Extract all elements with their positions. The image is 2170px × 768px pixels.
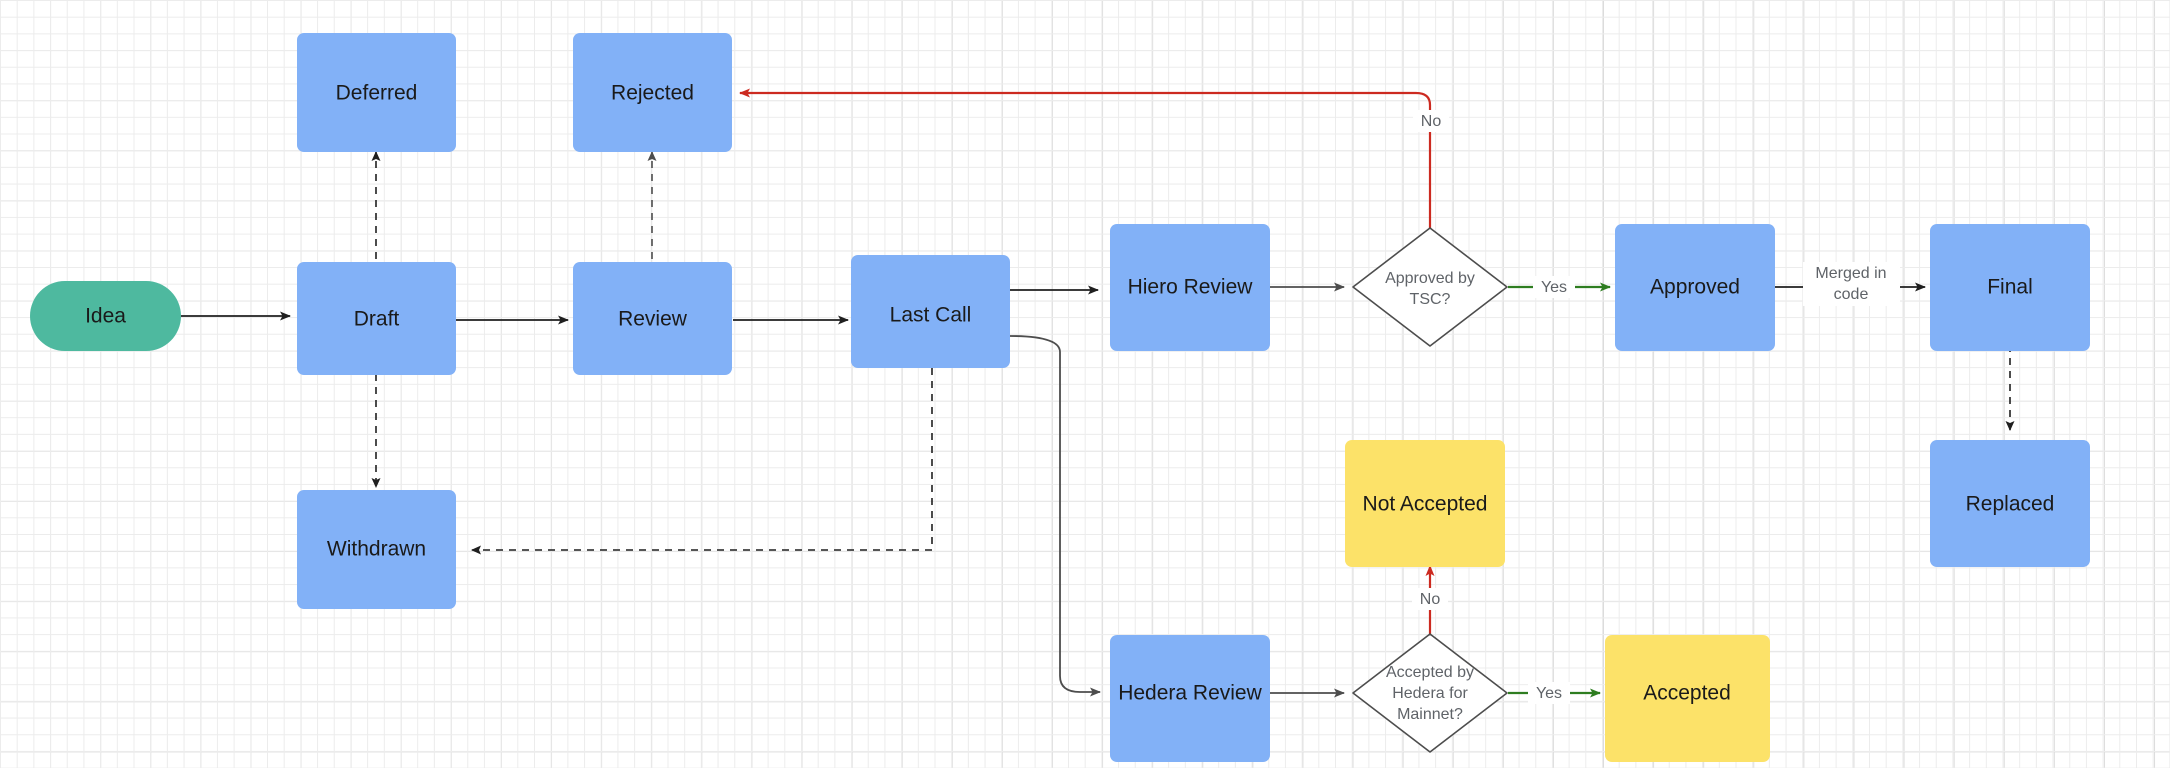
node-replaced[interactable]: Replaced [1930, 440, 2090, 567]
node-idea[interactable]: Idea [30, 281, 181, 351]
edge-label-no-top-bg [1413, 110, 1449, 132]
edge-label-merged-line1: Merged in [1815, 265, 1886, 282]
node-not-accepted[interactable]: Not Accepted [1345, 440, 1505, 567]
node-review-shape [573, 262, 732, 375]
node-not-accepted-label: Not Accepted [1363, 493, 1488, 516]
node-withdrawn-label: Withdrawn [327, 538, 426, 561]
node-rejected[interactable]: Rejected [573, 33, 732, 152]
node-approved-shape [1615, 224, 1775, 351]
node-hedera-decision[interactable]: Accepted by Hedera for Mainnet? [1352, 633, 1508, 753]
node-accepted[interactable]: Accepted [1605, 635, 1770, 762]
node-approved-label: Approved [1650, 276, 1740, 299]
edge-label-no-top-text: No [1421, 113, 1442, 130]
node-final-shape [1930, 224, 2090, 351]
node-tsc-decision-shape [1352, 227, 1508, 347]
edge-label-no-bottom-bg [1412, 588, 1448, 610]
node-hieroreview-shape [1110, 224, 1270, 351]
node-replaced-label: Replaced [1966, 493, 2055, 516]
node-approved[interactable]: Approved [1615, 224, 1775, 351]
edge-label-no-bottom-text: No [1420, 591, 1441, 608]
node-final[interactable]: Final [1930, 224, 2090, 351]
node-hedera-decision-label-line1: Accepted by [1386, 664, 1474, 681]
node-hedera-decision-shape [1352, 633, 1508, 753]
node-tsc-decision[interactable]: Approved by TSC? [1352, 227, 1508, 347]
edge-label-yes-top: Yes [1533, 276, 1575, 298]
node-deferred-shape [297, 33, 456, 152]
node-hieroreview[interactable]: Hiero Review [1110, 224, 1270, 351]
node-replaced-shape [1930, 440, 2090, 567]
node-draft-label: Draft [354, 308, 400, 331]
edge-lastcall-to-withdrawn [471, 368, 933, 555]
node-accepted-shape [1605, 635, 1770, 762]
node-withdrawn-shape [297, 490, 456, 609]
node-hederareview[interactable]: Hedera Review [1110, 635, 1270, 762]
node-deferred[interactable]: Deferred [297, 33, 456, 152]
edge-label-no-top: No [1413, 110, 1449, 132]
edge-label-no-bottom: No [1412, 588, 1448, 610]
node-review[interactable]: Review [573, 262, 732, 375]
edge-label-yes-bottom: Yes [1528, 682, 1570, 704]
node-not-accepted-shape [1345, 440, 1505, 567]
node-final-label: Final [1987, 276, 2033, 299]
node-hederareview-label: Hedera Review [1118, 682, 1262, 705]
edge-lastcall-to-hederareview [1009, 335, 1101, 697]
node-hieroreview-label: Hiero Review [1128, 276, 1254, 299]
edge-label-yes-top-text: Yes [1541, 279, 1567, 296]
node-tsc-decision-label-line2: TSC? [1410, 291, 1451, 308]
node-draft[interactable]: Draft [297, 262, 456, 375]
node-rejected-label: Rejected [611, 82, 694, 105]
node-lastcall[interactable]: Last Call [851, 255, 1010, 368]
edge-label-yes-bottom-bg [1528, 682, 1570, 704]
node-tsc-decision-label-line1: Approved by [1385, 270, 1475, 287]
node-idea-label: Idea [85, 305, 126, 328]
node-idea-shape [30, 281, 181, 351]
node-hederareview-shape [1110, 635, 1270, 762]
edge-label-merged-line2: code [1834, 286, 1869, 303]
node-review-label: Review [618, 308, 688, 331]
node-accepted-label: Accepted [1643, 682, 1731, 705]
node-draft-shape [297, 262, 456, 375]
edge-label-yes-bottom-text: Yes [1536, 685, 1562, 702]
node-deferred-label: Deferred [336, 82, 418, 105]
node-rejected-shape [573, 33, 732, 152]
node-withdrawn[interactable]: Withdrawn [297, 490, 456, 609]
node-hedera-decision-label-line3: Mainnet? [1397, 706, 1463, 723]
edge-label-yes-top-bg [1533, 276, 1575, 298]
edge-label-merged-bg [1803, 262, 1900, 306]
edge-tscdecision-no-to-rejected [739, 88, 1432, 228]
node-lastcall-label: Last Call [890, 304, 972, 327]
node-hedera-decision-label-line2: Hedera for [1392, 685, 1468, 702]
edge-label-merged-in-code: Merged in code [1803, 262, 1900, 306]
node-lastcall-shape [851, 255, 1010, 368]
